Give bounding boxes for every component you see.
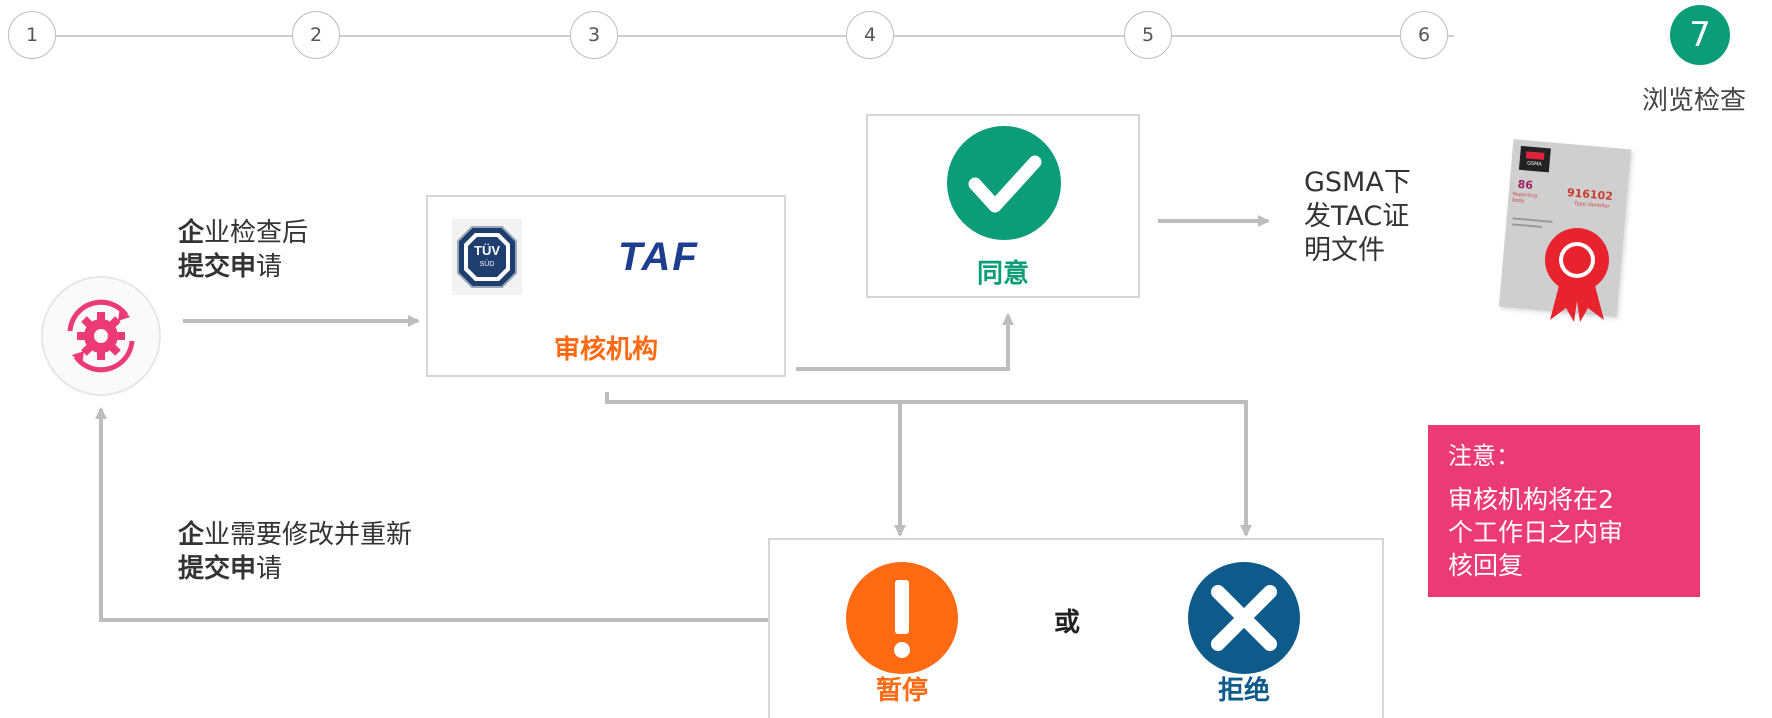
arrow-reviewer-to-reject xyxy=(605,392,1252,537)
resubmit-label: 企业需要修改并重新 提交申请 xyxy=(178,518,412,586)
gsma-logo-block: GSMA xyxy=(1518,145,1551,173)
arrow-reviewer-to-approve xyxy=(796,313,1014,371)
certificate-seal-icon xyxy=(1545,228,1609,322)
submit-label: 企业检查后 提交申请 xyxy=(178,216,308,284)
certificate-line xyxy=(1512,223,1543,228)
step-3[interactable]: 3 xyxy=(570,11,618,59)
reject-x-icon xyxy=(1188,562,1300,678)
gsma-issue-line2: 发TAC证 xyxy=(1304,201,1410,232)
gsma-logo-text: GSMA xyxy=(1526,160,1543,168)
step-4[interactable]: 4 xyxy=(846,11,894,59)
certificate-line xyxy=(1512,217,1553,223)
pause-warning-icon xyxy=(846,562,958,678)
submit-label-line1: 业检查后 xyxy=(204,218,309,248)
gsma-issue-line1: GSMA下 xyxy=(1304,167,1411,198)
step-2[interactable]: 2 xyxy=(292,11,340,59)
gsma-issue-line3: 明文件 xyxy=(1304,235,1385,266)
resubmit-label-line1-bold: 企 xyxy=(178,520,205,550)
resubmit-label-line2-bold: 提交申 xyxy=(178,554,257,584)
submit-label-line1-bold: 企 xyxy=(178,218,205,248)
outcomes-box: 暂停 或 拒绝 xyxy=(768,538,1384,718)
resubmit-label-line2: 请 xyxy=(256,554,283,584)
step-7-label: 浏览检查 xyxy=(1642,86,1747,116)
notice-body-line1: 审核机构将在2 xyxy=(1448,485,1614,514)
or-label: 或 xyxy=(1054,608,1081,638)
submit-label-line2-bold: 提交申 xyxy=(178,252,257,282)
notice-body: 审核机构将在2 个工作日之内审 核回复 xyxy=(1448,483,1700,582)
step-6[interactable]: 6 xyxy=(1400,11,1448,59)
step-5[interactable]: 5 xyxy=(1124,11,1172,59)
reviewer-box: TÜV SÜD TAF 审核机构 xyxy=(426,195,786,377)
submit-process-icon xyxy=(40,275,162,397)
notice-body-line2: 个工作日之内审 xyxy=(1448,518,1624,547)
tuv-logo: TÜV SÜD xyxy=(452,219,522,295)
tac-certificate-image: GSMA 86 Reporting body 916102 Type ident… xyxy=(1488,130,1638,340)
resubmit-label-line1: 业需要修改并重新 xyxy=(204,520,413,550)
certificate-code1-sub: Reporting body xyxy=(1511,191,1538,205)
step-7-active[interactable]: 7 xyxy=(1670,5,1730,65)
pause-label: 暂停 xyxy=(875,676,928,706)
reviewer-title: 审核机构 xyxy=(553,335,658,365)
step-1[interactable]: 1 xyxy=(8,11,56,59)
gsma-issue-label: GSMA下 发TAC证 明文件 xyxy=(1304,166,1411,268)
notice-title: 注意： xyxy=(1448,442,1520,470)
notice-box: 注意： 审核机构将在2 个工作日之内审 核回复 xyxy=(1428,425,1700,597)
approve-title: 同意 xyxy=(976,259,1029,289)
notice-body-line3: 核回复 xyxy=(1448,551,1524,580)
submit-label-line2: 请 xyxy=(256,252,283,282)
gsma-logo-mark xyxy=(1525,151,1545,160)
tuv-logo-text: TÜV xyxy=(474,243,500,258)
check-icon xyxy=(947,126,1061,244)
arrow-outcomes-to-start xyxy=(95,407,768,622)
reject-label: 拒绝 xyxy=(1217,676,1270,706)
certificate-code1: 86 xyxy=(1517,177,1534,193)
taf-logo: TAF xyxy=(618,235,699,279)
tuv-logo-subtext: SÜD xyxy=(479,261,495,268)
approve-box: 同意 xyxy=(866,114,1140,298)
step-tracker-line xyxy=(56,35,1454,37)
